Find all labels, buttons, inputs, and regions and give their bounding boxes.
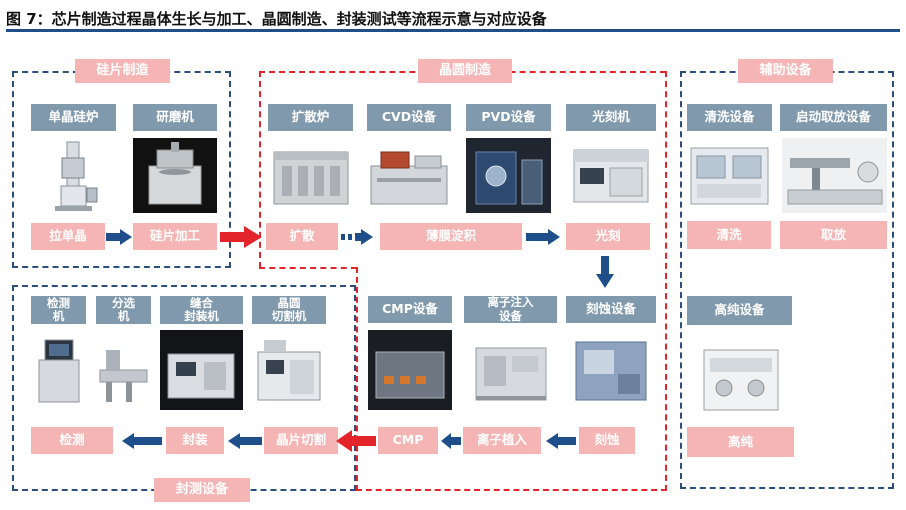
arrow-diffusion-to-film — [341, 229, 373, 245]
equipment-auto-pick-place: 启动取放设备 — [780, 104, 887, 131]
grinder-photo — [133, 138, 217, 213]
dicing-photo — [257, 340, 321, 401]
equipment-high-purity: 高纯设备 — [687, 296, 792, 325]
process-wafer-processing: 硅片加工 — [133, 223, 217, 250]
equipment-inspection: 检测 机 — [31, 296, 86, 324]
region-wafer-fab-bottom — [356, 489, 667, 491]
cmp-photo — [368, 330, 452, 410]
process-cmp: CMP — [378, 427, 438, 454]
equipment-pvd: PVD设备 — [466, 104, 551, 131]
arrow-etch-to-implant — [546, 433, 576, 449]
process-photo: 光刻 — [566, 223, 650, 250]
high-purity-photo — [703, 349, 779, 411]
process-cleaning: 清洗 — [687, 221, 771, 249]
process-ion-implant: 离子植入 — [463, 427, 541, 454]
pick-place-photo — [782, 138, 887, 213]
region-label-packaging-test: 封测设备 — [154, 478, 250, 502]
inspection-photo — [38, 339, 80, 403]
process-etch: 刻蚀 — [579, 427, 635, 454]
process-pick-place: 取放 — [780, 221, 887, 249]
equipment-ion-implant: 离子注入 设备 — [464, 296, 557, 323]
process-dicing: 晶片切割 — [264, 427, 338, 454]
arrow-crystal-to-processing — [106, 229, 132, 245]
process-diffusion: 扩散 — [266, 223, 338, 250]
region-wafer-fab-right — [665, 71, 667, 491]
equipment-crystal-furnace: 单晶硅炉 — [31, 104, 116, 131]
process-packaging: 封装 — [166, 427, 224, 454]
cleaning-photo — [690, 147, 769, 205]
region-label-wafer-making: 硅片制造 — [75, 59, 170, 83]
arrow-dicing-to-packaging — [228, 433, 262, 449]
region-wafer-fab-mid — [259, 267, 357, 269]
packaging-photo — [160, 330, 243, 410]
arrow-photo-to-etch — [596, 256, 614, 288]
equipment-etching: 刻蚀设备 — [566, 296, 656, 323]
process-crystal-pulling: 拉单晶 — [31, 223, 105, 250]
process-testing: 检测 — [31, 427, 113, 454]
region-wafer-fab-left-lower — [356, 267, 358, 491]
equipment-bonding-packaging: 缝合 封装机 — [160, 296, 243, 324]
process-thin-film: 薄膜淀积 — [380, 223, 522, 250]
arrow-fab-to-dicing — [336, 430, 376, 452]
pvd-photo — [466, 138, 551, 213]
equipment-cmp: CMP设备 — [368, 296, 452, 323]
ion-implant-photo — [475, 347, 547, 401]
equipment-lithography: 光刻机 — [566, 104, 656, 131]
equipment-cvd: CVD设备 — [367, 104, 451, 131]
equipment-grinder: 研磨机 — [133, 104, 217, 131]
process-high-purity: 高纯 — [687, 427, 794, 457]
region-wafer-fab-left-upper — [259, 71, 261, 268]
equipment-diffusion-furnace: 扩散炉 — [268, 104, 353, 131]
equipment-sorting: 分选 机 — [96, 296, 151, 324]
figure-title: 图 7：芯片制造过程晶体生长与加工、晶圆制造、封装测试等流程示意与对应设备 — [6, 6, 900, 32]
equipment-cleaning: 清洗设备 — [687, 104, 772, 131]
lithography-photo — [573, 149, 649, 203]
equipment-wafer-dicing: 晶圆 切割机 — [252, 296, 326, 324]
sorting-photo — [99, 350, 148, 402]
arrow-packaging-to-testing — [122, 433, 162, 449]
cvd-photo — [370, 151, 448, 205]
arrow-implant-to-cmp — [441, 433, 461, 449]
arrow-film-to-photo — [526, 229, 560, 245]
arrow-wafer-to-fab — [220, 226, 262, 248]
diffusion-furnace-photo — [273, 151, 349, 205]
crystal-furnace-photo — [55, 141, 98, 211]
region-label-wafer-fab: 晶圆制造 — [418, 59, 512, 83]
etching-photo — [575, 341, 647, 401]
region-label-auxiliary: 辅助设备 — [738, 59, 833, 83]
